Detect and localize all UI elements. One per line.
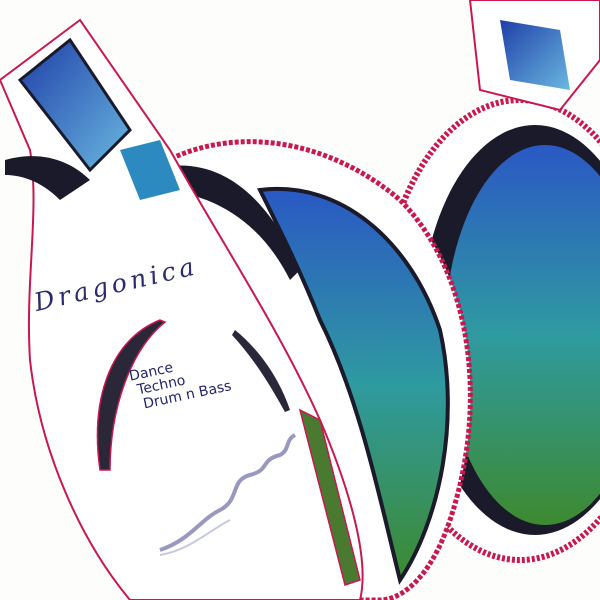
headphone-body — [0, 18, 364, 600]
